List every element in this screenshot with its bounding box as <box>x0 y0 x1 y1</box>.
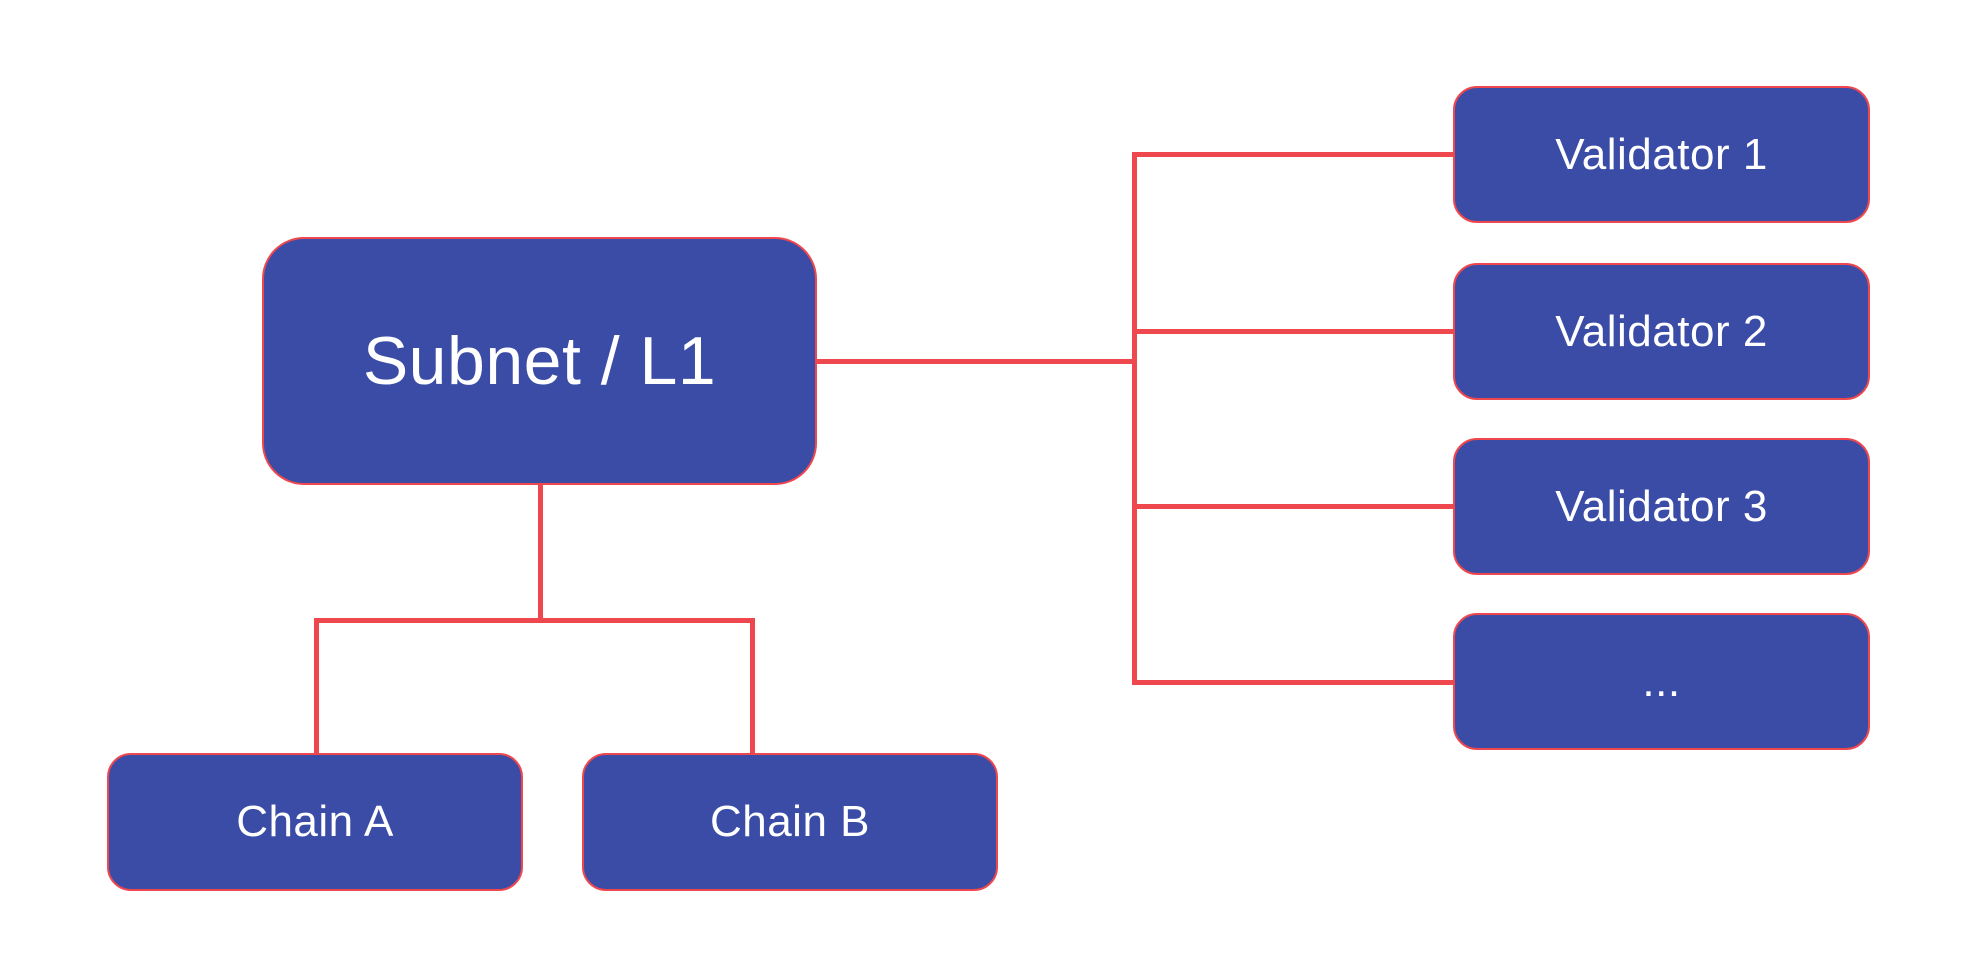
more-validators-node-label: ... <box>1642 656 1681 706</box>
connector-branch-validator-1 <box>1132 152 1453 157</box>
validator-1-node-label: Validator 1 <box>1555 129 1768 179</box>
connector-drop-chain-a <box>314 618 319 753</box>
validator-3-node-label: Validator 3 <box>1555 481 1768 531</box>
chain-a-node-label: Chain A <box>236 797 394 846</box>
more-validators-node: ... <box>1453 613 1870 750</box>
connector-drop-chain-b <box>750 618 755 753</box>
subnet-node-label: Subnet / L1 <box>362 323 717 399</box>
validator-2-node-label: Validator 2 <box>1555 306 1768 356</box>
subnet-node: Subnet / L1 <box>262 237 817 485</box>
validator-2-node: Validator 2 <box>1453 263 1870 400</box>
connector-validator-trunk <box>1132 152 1137 685</box>
connector-subnet-drop <box>538 485 543 623</box>
connector-chain-distribution <box>314 618 755 623</box>
chain-b-node-label: Chain B <box>709 797 871 846</box>
validator-1-node: Validator 1 <box>1453 86 1870 223</box>
chain-b-node: Chain B <box>582 753 998 891</box>
connector-branch-validator-3 <box>1134 504 1453 509</box>
connector-branch-more <box>1132 680 1453 685</box>
connector-subnet-to-trunk <box>817 359 1134 364</box>
chain-a-node: Chain A <box>107 753 523 891</box>
validator-3-node: Validator 3 <box>1453 438 1870 575</box>
connector-branch-validator-2 <box>1134 329 1453 334</box>
